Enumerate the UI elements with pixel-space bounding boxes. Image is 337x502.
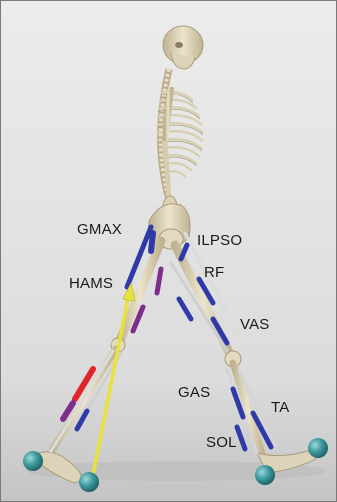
- label-gas: GAS: [178, 384, 210, 401]
- label-gmax: GMAX: [77, 221, 122, 238]
- label-vas: VAS: [240, 316, 270, 333]
- label-hams: HAMS: [69, 275, 113, 292]
- contact-sphere-front-toe: [308, 438, 328, 458]
- label-rf: RF: [204, 264, 224, 281]
- contact-sphere-rear-heel: [23, 451, 43, 471]
- contact-sphere-rear-toe: [79, 472, 99, 492]
- label-ta: TA: [271, 399, 289, 416]
- label-ilpso: ILPSO: [197, 232, 242, 249]
- label-sol: SOL: [206, 434, 237, 451]
- contact-sphere-front-heel: [255, 465, 275, 485]
